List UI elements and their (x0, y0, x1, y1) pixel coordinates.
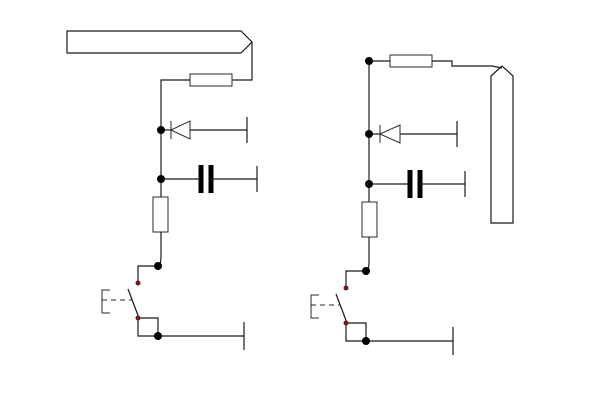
resistor-bottom-left (152, 196, 169, 233)
switch-pivot-bottom-left (135, 315, 141, 321)
wire-resistor-to-switch-left (157, 232, 162, 267)
switch-pivot-top-left (135, 280, 141, 286)
switch-contact-wire-left (138, 317, 159, 336)
junction-node-diode-left (157, 126, 165, 134)
junction-node-diode-right (365, 130, 373, 138)
switch-pivot-top-right (343, 285, 349, 291)
wire-resistor-to-switch-right (365, 237, 370, 272)
diode-right (378, 124, 401, 144)
output-terminal-right (490, 65, 514, 224)
junction-node-capacitor-left (157, 175, 165, 183)
junction-node-switch-top-right (362, 267, 370, 275)
output-terminal-left (66, 30, 253, 54)
switch-pivot-bottom-right (343, 320, 349, 326)
wire-terminal-to-resistor (232, 42, 253, 81)
junction-node-switch-top-left (154, 262, 162, 270)
capacitor-left (198, 165, 214, 193)
switch-upper-bracket-right (345, 270, 366, 288)
circuit-right (310, 54, 514, 355)
switch-actuator-right (310, 294, 319, 319)
switch-lower-bracket-left (137, 318, 158, 337)
switch-blade-left (127, 288, 140, 319)
junction-node-capacitor-right (365, 180, 373, 188)
junction-node-switch-bottom-right (362, 337, 370, 345)
wire-resistor-to-bus (160, 79, 190, 130)
capacitor-right (407, 170, 423, 198)
switch-blade-right (335, 293, 348, 324)
resistor-bottom-right (361, 201, 378, 238)
circuit-left (66, 30, 258, 350)
resistor-top-left (189, 73, 233, 87)
resistor-top-right (389, 54, 433, 68)
junction-node-switch-bottom-left (154, 332, 162, 340)
junction-node-top-right (365, 57, 373, 65)
wire-resistor-to-terminal-right (432, 60, 503, 69)
switch-actuator-left (101, 289, 110, 314)
diode-left (169, 120, 191, 140)
switch-upper-bracket-left (137, 265, 158, 283)
switch-contact-wire-right (346, 322, 367, 341)
switch-lower-bracket-right (345, 323, 366, 342)
